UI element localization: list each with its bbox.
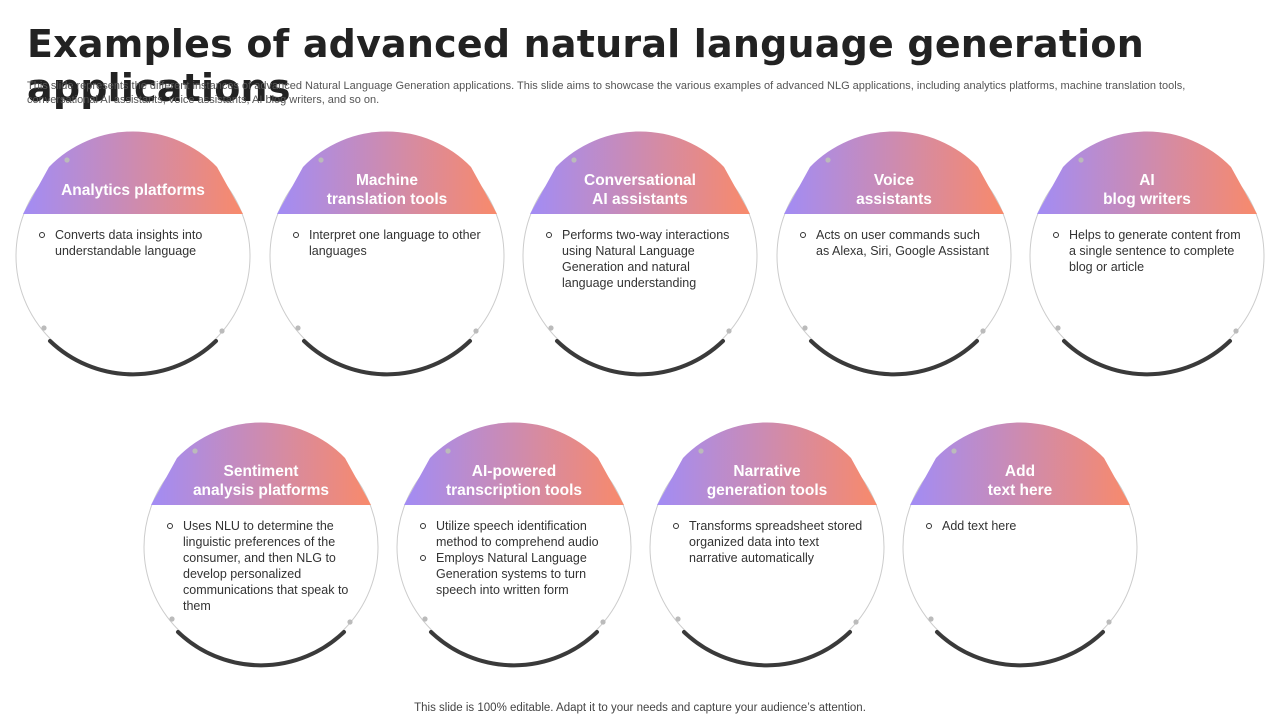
card-heading: Conversational AI assistants [584, 172, 696, 208]
card-ring [269, 131, 505, 377]
card-point: Transforms spreadsheet stored organized … [671, 518, 863, 566]
card-point: Performs two-way interactions using Natu… [544, 227, 736, 291]
card-conversational-ai-assistants: Conversational AI assistants Performs tw… [522, 131, 758, 377]
card-points: Transforms spreadsheet stored organized … [671, 518, 863, 566]
card-heading: AI blog writers [1103, 172, 1191, 208]
card-point: Acts on user commands such as Alexa, Sir… [798, 227, 990, 259]
card-ring [396, 422, 632, 668]
card-heading: Narrative generation tools [706, 463, 828, 499]
card-points: Performs two-way interactions using Natu… [544, 227, 736, 291]
slide-title: Examples of advanced natural language ge… [27, 22, 1144, 110]
card-machine-translation-tools: Machine translation tools Interpret one … [269, 131, 505, 377]
card-points: Utilize speech identification method to … [418, 518, 610, 598]
card-points: Converts data insights into understandab… [37, 227, 229, 259]
card-heading: Voice assistants [856, 172, 932, 208]
card-sentiment-analysis-platforms: Sentiment analysis platforms Uses NLU to… [143, 422, 379, 668]
card-ring [902, 422, 1138, 668]
card-voice-assistants: Voice assistants Acts on user commands s… [776, 131, 1012, 377]
card-heading: AI-powered transcription tools [445, 463, 583, 499]
card-points: Uses NLU to determine the linguistic pre… [165, 518, 357, 614]
card-ai-blog-writers: AI blog writers Helps to generate conten… [1029, 131, 1265, 377]
card-points: Interpret one language to other language… [291, 227, 483, 259]
card-ring [776, 131, 1012, 377]
card-point: Uses NLU to determine the linguistic pre… [165, 518, 357, 614]
card-point: Utilize speech identification method to … [418, 518, 610, 550]
card-points: Acts on user commands such as Alexa, Sir… [798, 227, 990, 259]
card-points: Add text here [924, 518, 1116, 534]
card-point: Interpret one language to other language… [291, 227, 483, 259]
card-point: Helps to generate content from a single … [1051, 227, 1243, 275]
card-narrative-generation-tools: Narrative generation tools Transforms sp… [649, 422, 885, 668]
slide-footer: This slide is 100% editable. Adapt it to… [414, 702, 866, 714]
card-heading: Sentiment analysis platforms [192, 463, 330, 499]
card-ring [15, 131, 251, 377]
card-add-text-here: Add text here Add text here [902, 422, 1138, 668]
card-ring [1029, 131, 1265, 377]
card-points: Helps to generate content from a single … [1051, 227, 1243, 275]
card-point: Add text here [924, 518, 1116, 534]
card-heading: Add text here [987, 463, 1053, 499]
card-ring [143, 422, 379, 668]
card-ring [649, 422, 885, 668]
card-analytics-platforms: Analytics platforms Converts data insigh… [15, 131, 251, 377]
card-ai-powered-transcription-tools: AI-powered transcription tools Utilize s… [396, 422, 632, 668]
card-point: Employs Natural Language Generation syst… [418, 550, 610, 598]
card-heading: Machine translation tools [326, 172, 448, 208]
card-heading: Analytics platforms [61, 181, 205, 199]
card-point: Converts data insights into understandab… [37, 227, 229, 259]
slide-subtitle: This slide represents the different inst… [27, 80, 1186, 106]
card-ring [522, 131, 758, 377]
